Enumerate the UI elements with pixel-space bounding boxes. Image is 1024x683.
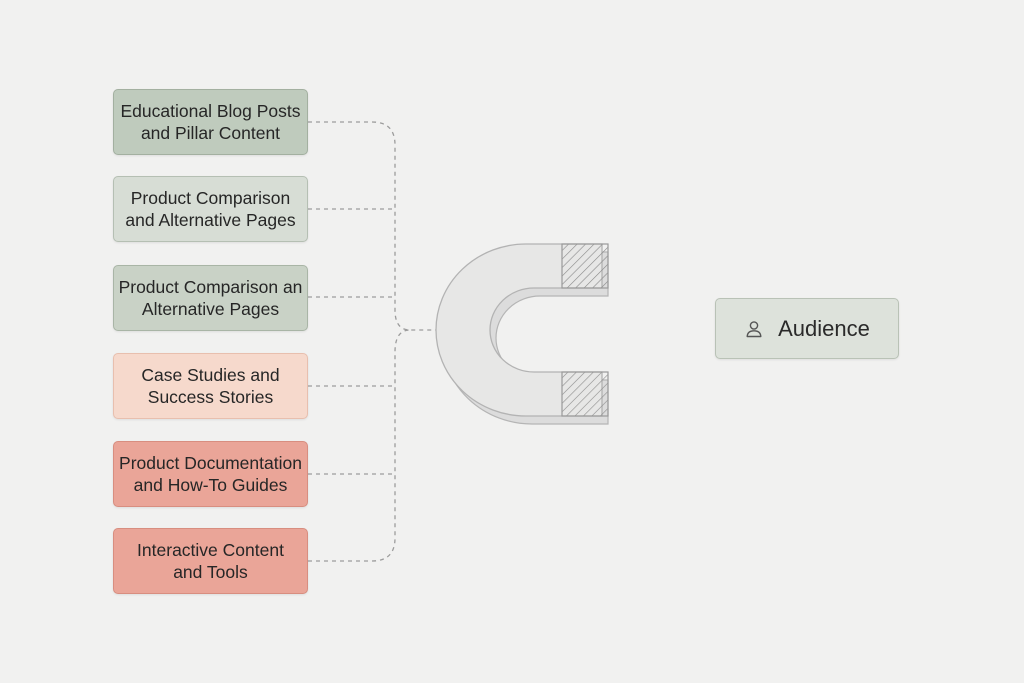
source-box-educational-blog: Educational Blog Posts and Pillar Conten… xyxy=(113,89,308,155)
magnet-icon xyxy=(435,243,609,425)
source-box-product-comparison: Product Comparison and Alternative Pages xyxy=(113,176,308,242)
source-label-line2: and Tools xyxy=(173,562,248,582)
source-box-product-documentation: Product Documentation and How-To Guides xyxy=(113,441,308,507)
source-label-line1: Product Documentation xyxy=(119,453,302,473)
connector-1 xyxy=(308,121,436,331)
source-label-line1: Case Studies and xyxy=(141,365,280,385)
source-label-line1: Product Comparison an xyxy=(118,277,303,297)
connector-6 xyxy=(308,329,411,562)
audience-label: Audience xyxy=(778,315,870,341)
audience-box: Audience xyxy=(715,298,899,359)
source-box-case-studies: Case Studies and Success Stories xyxy=(113,353,308,419)
source-label-line2: and How-To Guides xyxy=(133,475,288,495)
source-label-line1: Interactive Content xyxy=(137,540,284,560)
source-label-line2: and Alternative Pages xyxy=(125,210,296,230)
source-label-line1: Educational Blog Posts xyxy=(120,101,301,121)
source-box-product-comparison-alt: Product Comparison an Alternative Pages xyxy=(113,265,308,331)
source-label-line2: Alternative Pages xyxy=(141,299,280,319)
source-label-line2: Success Stories xyxy=(147,387,274,407)
source-label-line2: and Pillar Content xyxy=(140,123,281,143)
source-label-line1: Product Comparison xyxy=(130,188,291,208)
source-box-interactive-content: Interactive Content and Tools xyxy=(113,528,308,594)
user-icon xyxy=(746,320,762,337)
